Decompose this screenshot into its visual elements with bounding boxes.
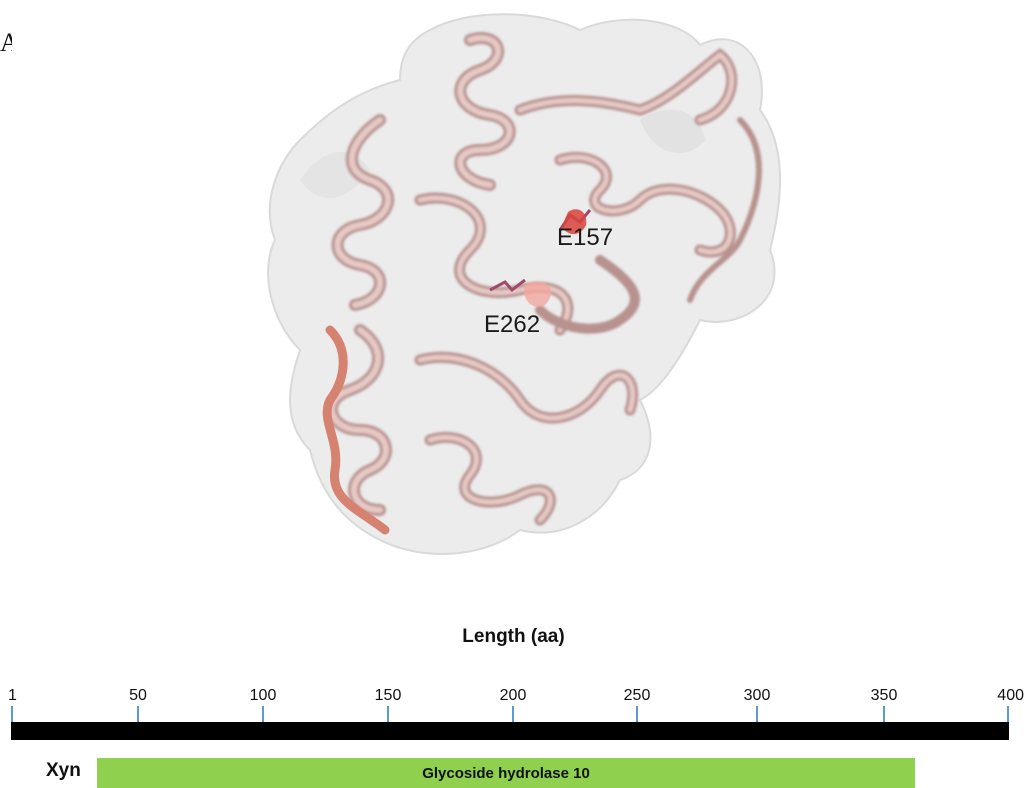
tick-label: 200 (500, 687, 527, 704)
panel-letter: A (0, 28, 12, 57)
tick-label: 50 (129, 687, 147, 704)
domain-label: Glycoside hydrolase 10 (422, 764, 590, 782)
sequence-backbone (11, 722, 1009, 740)
tick-label: 100 (250, 687, 277, 704)
protein-structure-rendering (267, 13, 781, 555)
tick-label: 1 (8, 687, 17, 704)
residue-label-e157: E157 (557, 224, 614, 251)
protein-name-label: Xyn (46, 760, 81, 781)
n-terminal-segment (322, 325, 390, 535)
surface-lobe (640, 109, 705, 154)
tick-label: 300 (744, 687, 771, 704)
glycoside-hydrolase-domain: Glycoside hydrolase 10 (97, 758, 915, 788)
protein-ribbons (325, 32, 762, 526)
residue-label-e262: E262 (484, 311, 541, 338)
tick-label: 250 (624, 687, 651, 704)
active-site-residues (489, 209, 592, 308)
tick-label: 400 (997, 687, 1024, 704)
axis-title: Length (aa) (462, 626, 565, 647)
tick-label: 350 (871, 687, 898, 704)
tick-label: 150 (375, 687, 402, 704)
